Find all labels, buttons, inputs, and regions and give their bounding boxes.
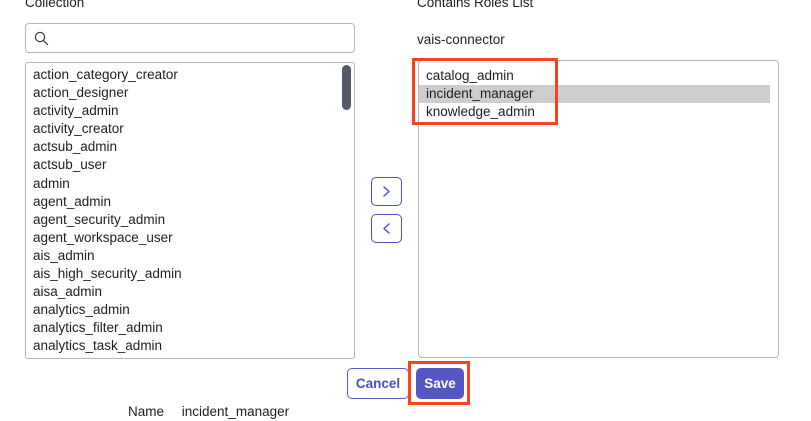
name-value: incident_manager: [181, 404, 290, 419]
collection-label: Collection: [25, 0, 85, 10]
collection-scrollbar-track[interactable]: [340, 64, 353, 357]
save-button[interactable]: Save: [416, 368, 464, 399]
chevron-left-icon: [381, 222, 392, 235]
name-field-row: Name incident_manager: [128, 404, 289, 419]
collection-list-item[interactable]: activity_creator: [33, 121, 124, 137]
name-label: Name: [128, 404, 165, 419]
collection-list-item[interactable]: action_category_creator: [33, 67, 178, 82]
collection-list-item[interactable]: actsub_user: [33, 157, 107, 173]
collection-list-item[interactable]: analytics_filter_admin: [33, 320, 163, 336]
contains-roles-list-label: Contains Roles List: [417, 0, 534, 10]
move-right-button[interactable]: [371, 177, 402, 206]
collection-list-item[interactable]: action_designer: [33, 85, 129, 101]
collection-list-item[interactable]: agent_workspace_user: [33, 229, 173, 245]
search-input[interactable]: [49, 24, 354, 52]
contains-roles-list-item[interactable]: incident_manager: [419, 85, 770, 104]
collection-list-item[interactable]: activity_admin: [33, 103, 119, 119]
search-field[interactable]: [25, 23, 355, 53]
collection-list-item[interactable]: aisa_admin: [33, 284, 103, 300]
move-left-button[interactable]: [371, 214, 402, 243]
role-name-subtitle: vais-connector: [417, 32, 505, 47]
collection-list-item[interactable]: admin: [33, 175, 70, 191]
collection-list-item[interactable]: analytics_task_admin: [33, 338, 163, 354]
collection-list-item[interactable]: analytics_admin: [33, 302, 130, 318]
collection-list-item[interactable]: ais_admin: [33, 247, 95, 263]
cancel-button[interactable]: Cancel: [347, 368, 409, 399]
collection-scrollbar-thumb[interactable]: [342, 65, 351, 110]
search-icon: [34, 31, 49, 46]
contains-roles-list-item[interactable]: knowledge_admin: [426, 104, 535, 120]
collection-list-item[interactable]: actsub_admin: [33, 139, 118, 155]
contains-roles-list-item[interactable]: catalog_admin: [426, 68, 514, 83]
chevron-right-icon: [381, 185, 392, 198]
collection-list-item[interactable]: agent_admin: [33, 193, 112, 209]
collection-list-item[interactable]: ais_high_security_admin: [33, 266, 182, 282]
collection-list-item[interactable]: agent_security_admin: [33, 211, 166, 227]
